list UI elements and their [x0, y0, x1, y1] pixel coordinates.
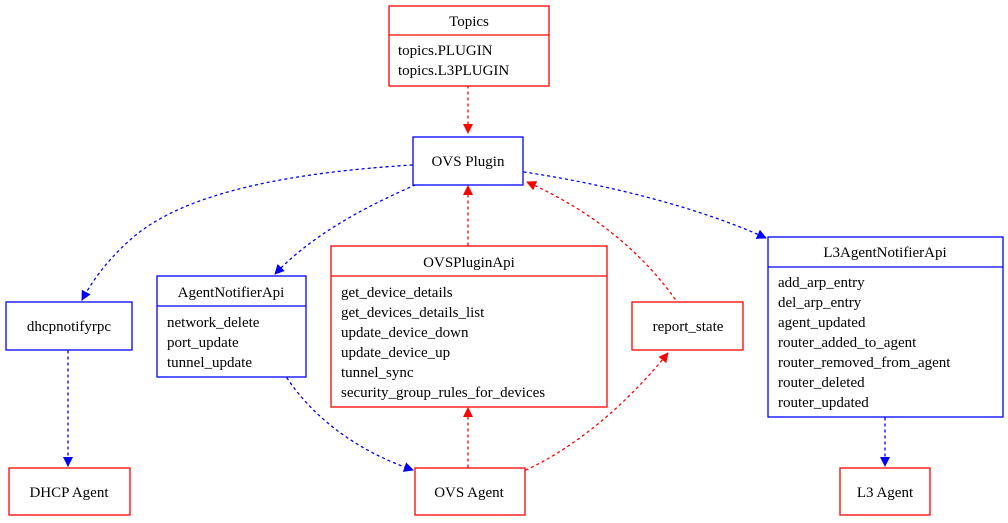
node-l3-agent-notifier-api-item: router_removed_from_agent	[778, 355, 951, 371]
node-ovs-plugin-api-item: get_device_details	[341, 285, 453, 301]
node-dhcpnotifyrpc-title: dhcpnotifyrpc	[27, 319, 111, 335]
edges	[63, 85, 890, 472]
node-agent-notifier-api-title: AgentNotifierApi	[178, 285, 285, 301]
node-topics-title: Topics	[449, 14, 489, 30]
node-l3-agent-notifier-api-item: router_updated	[778, 395, 869, 411]
node-ovs-plugin-api-item: tunnel_sync	[341, 365, 414, 381]
node-agent-notifier-api-item: tunnel_update	[167, 355, 252, 371]
node-l3-agent-notifier-api-title: L3AgentNotifierApi	[823, 245, 946, 261]
edge-ovs-plugin-to-dhcpnotifyrpc	[81, 164, 413, 301]
node-ovs-plugin-api-item: update_device_up	[341, 345, 450, 361]
node-dhcpnotifyrpc-box	[5, 301, 133, 351]
node-topics-item: topics.L3PLUGIN	[398, 63, 509, 79]
node-report-state[interactable]: report_state	[631, 301, 744, 351]
node-ovs-plugin-api-item: security_group_rules_for_devices	[341, 385, 545, 401]
node-dhcpnotifyrpc[interactable]: dhcpnotifyrpc	[5, 301, 133, 351]
node-ovs-plugin-api-item: update_device_down	[341, 325, 469, 341]
node-l3-agent-notifier-api-item: del_arp_entry	[778, 295, 862, 311]
node-ovs-agent-box	[414, 467, 526, 516]
node-ovs-agent-title: OVS Agent	[434, 485, 504, 501]
node-dhcp-agent[interactable]: DHCP Agent	[8, 467, 131, 516]
node-l3-agent-notifier-api-item: router_deleted	[778, 375, 865, 391]
edge-report-state-to-ovs-plugin	[526, 181, 676, 300]
node-ovs-plugin-api[interactable]: OVSPluginApi get_device_details get_devi…	[330, 245, 608, 408]
node-agent-notifier-api-item: port_update	[167, 335, 239, 351]
node-report-state-title: report_state	[653, 319, 724, 335]
node-topics-item: topics.PLUGIN	[398, 43, 493, 59]
node-ovs-agent[interactable]: OVS Agent	[414, 467, 526, 516]
node-agent-notifier-api-item: network_delete	[167, 315, 260, 331]
node-l3-agent-notifier-api-item: agent_updated	[778, 315, 866, 331]
node-ovs-plugin-api-item: get_devices_details_list	[341, 305, 485, 321]
edge-ovs-plugin-to-l3-agent-notifier-api	[523, 171, 767, 239]
node-agent-notifier-api-box	[156, 275, 307, 378]
node-l3-agent-box	[839, 467, 931, 516]
node-dhcp-agent-title: DHCP Agent	[29, 485, 109, 501]
node-l3-agent-notifier-api-item: router_added_to_agent	[778, 335, 917, 351]
node-ovs-plugin-api-title: OVSPluginApi	[423, 255, 515, 271]
node-report-state-box	[631, 301, 744, 351]
edge-ovs-plugin-to-agent-notifier-api	[274, 184, 416, 275]
node-ovs-plugin-box	[412, 136, 524, 186]
edge-agent-notifier-api-to-ovs-agent	[286, 377, 414, 472]
edge-ovs-agent-to-report-state	[525, 352, 669, 471]
node-ovs-plugin[interactable]: OVS Plugin	[412, 136, 524, 186]
node-ovs-plugin-title: OVS Plugin	[432, 154, 505, 170]
node-topics[interactable]: Topics topics.PLUGIN topics.L3PLUGIN	[388, 5, 550, 87]
node-ovs-plugin-api-box	[330, 245, 608, 408]
node-topics-box	[388, 5, 550, 87]
node-l3-agent-notifier-api-item: add_arp_entry	[778, 275, 865, 291]
node-dhcp-agent-box	[8, 467, 131, 516]
node-l3-agent-title: L3 Agent	[857, 485, 914, 501]
node-l3-agent-notifier-api[interactable]: L3AgentNotifierApi add_arp_entry del_arp…	[767, 236, 1004, 418]
node-l3-agent[interactable]: L3 Agent	[839, 467, 931, 516]
node-agent-notifier-api[interactable]: AgentNotifierApi network_delete port_upd…	[156, 275, 307, 378]
